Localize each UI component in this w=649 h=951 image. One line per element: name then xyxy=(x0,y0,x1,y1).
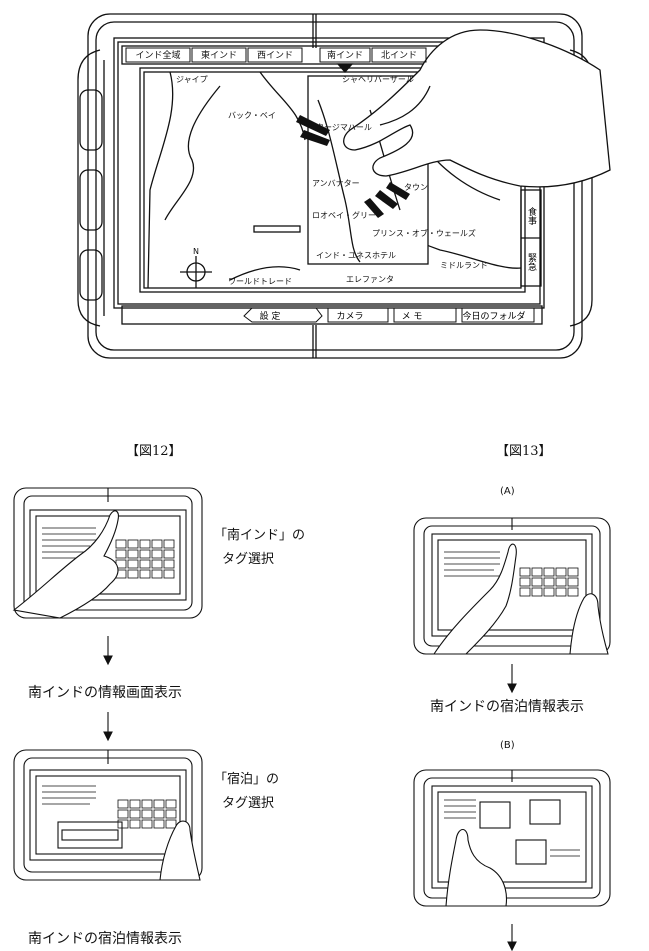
fig13-result-text: 南インドの宿泊情報表示 xyxy=(430,699,584,715)
hand-fig13-a-right xyxy=(569,593,609,655)
tab-india-all[interactable] xyxy=(125,47,191,63)
top-tabs: インド全域 東インド 西インド 南インド 北インド xyxy=(125,47,427,63)
tab-north-india[interactable] xyxy=(371,47,427,63)
device-outer-body xyxy=(87,13,583,359)
fig12-step2-text: 南インドの情報画面表示 xyxy=(28,685,182,701)
camera-button[interactable] xyxy=(327,307,389,323)
fig12-device-2 xyxy=(13,749,203,881)
fig13-device-b xyxy=(413,769,611,907)
side-tab-meal[interactable]: 食事 xyxy=(526,206,537,225)
fig12-step1-note-line1: 「南インド」の xyxy=(214,528,306,543)
fig12-step1-note-line2: タグ選択 xyxy=(222,552,275,567)
tab-east-india[interactable] xyxy=(191,47,247,63)
fig13-label-b: (B) xyxy=(500,740,515,751)
coastline-left xyxy=(147,71,174,289)
tab-label: 北インド xyxy=(381,50,417,61)
tab-west-india[interactable] xyxy=(247,47,303,63)
hand-fig13-a-left xyxy=(432,543,517,655)
right-grip xyxy=(569,49,593,327)
map-label-bay: バック・ベイ xyxy=(228,111,276,120)
tab-pointer xyxy=(336,63,354,73)
fig12-caption: 【図12】 xyxy=(126,444,182,459)
map-label-elephanta: エレファンタ xyxy=(346,275,394,284)
fig13-device-a xyxy=(413,517,611,655)
fig12-step3-note-line2: タグ選択 xyxy=(222,796,275,811)
tab-label: インド全域 xyxy=(135,49,180,61)
fig13-label-a: (A) xyxy=(500,486,515,497)
top-device xyxy=(77,13,611,359)
camera-button-label: カメラ xyxy=(336,311,363,322)
bottom-buttons: 設 定 カメラ メ モ 今日のフォルダ xyxy=(243,307,535,323)
map-label-shaheri: シャヘリバーザール xyxy=(342,75,414,84)
map-label-midland: ミドルランド xyxy=(440,261,488,270)
side-tab-emergency[interactable]: 緊急 xyxy=(526,253,537,271)
map-label-prince: プリンス・オブ・ウェールズ xyxy=(372,228,476,238)
map-labels: ジャイプ バック・ベイ シャヘリバーザール タージマハール アンバナター ロオベ… xyxy=(176,75,488,286)
fig12-step3-note-line1: 「宿泊」の xyxy=(214,772,280,787)
map-label-lobby: ロオベイ・グリー xyxy=(312,210,376,220)
map-label-town: タウン xyxy=(404,183,428,192)
fig12-step4-text: 南インドの宿泊情報表示 xyxy=(28,931,182,947)
hand-fig12-2 xyxy=(159,820,201,881)
hand-fig12-1 xyxy=(12,510,119,619)
bottom-toolbar xyxy=(121,305,543,325)
map-label-jaipur: ジャイプ xyxy=(176,75,208,84)
memo-button[interactable] xyxy=(393,307,457,323)
tab-label: 東インド xyxy=(201,49,237,61)
hand-fig13-b xyxy=(445,828,508,907)
settings-button-label: 設 定 xyxy=(260,310,281,322)
compass-n-label: N xyxy=(193,247,199,256)
hand-top xyxy=(343,29,611,188)
keypad-grid xyxy=(115,539,175,579)
tab-south-india[interactable] xyxy=(319,47,371,63)
map-label-world: ワールドトレード xyxy=(228,277,292,286)
tab-label: 西インド xyxy=(257,50,293,61)
left-grip xyxy=(77,49,101,327)
memo-button-label: メ モ xyxy=(402,312,423,322)
today-folder-button-label: 今日のフォルダ xyxy=(462,310,525,322)
map-label-hotel: インド・ユネスホテル xyxy=(316,251,396,260)
settings-button[interactable] xyxy=(243,307,323,323)
map-label-ambemuter: アンバナター xyxy=(312,179,360,188)
map-label-tajmahal: タージマハール xyxy=(316,123,372,132)
fig12-device-1 xyxy=(12,487,203,619)
flow-arrows xyxy=(103,636,517,951)
fig13-caption: 【図13】 xyxy=(496,444,552,459)
today-folder-button[interactable] xyxy=(461,307,535,323)
tab-label: 南インド xyxy=(327,49,363,61)
